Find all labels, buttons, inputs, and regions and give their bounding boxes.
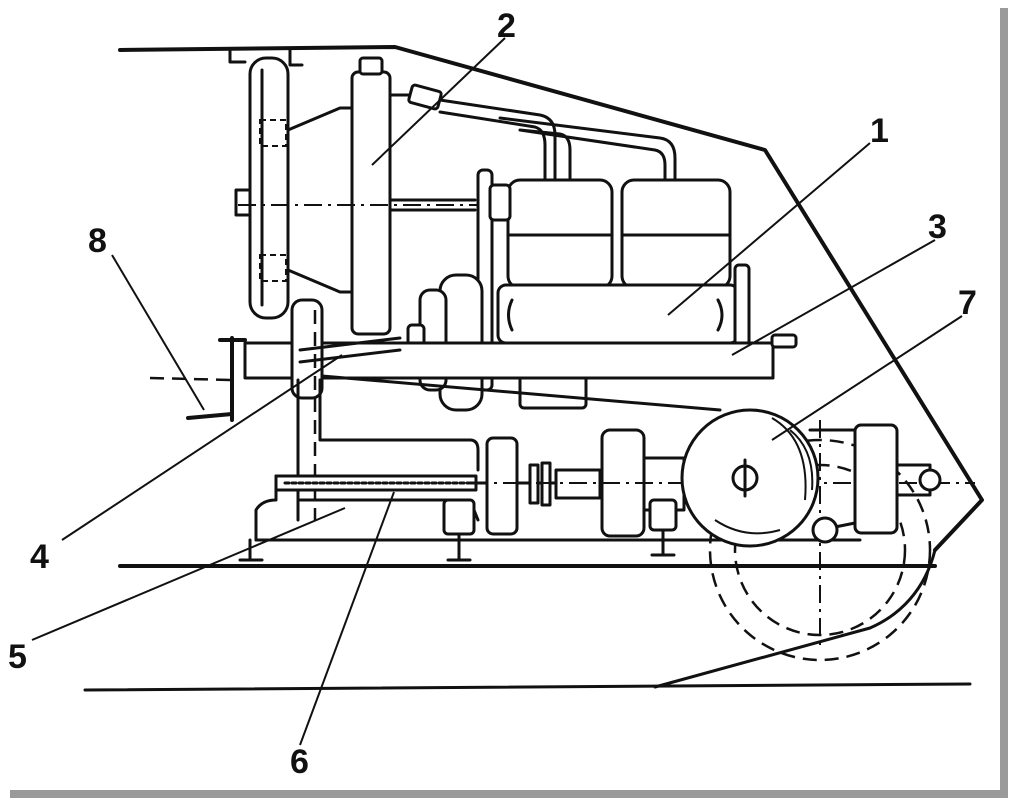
callout-2: 2: [497, 7, 516, 45]
callout-6: 6: [290, 743, 309, 781]
leader-1: [667, 142, 871, 316]
leader-4: [61, 354, 343, 541]
leader-2: [371, 37, 506, 166]
callout-1: 1: [870, 112, 889, 150]
leader-3: [731, 239, 936, 356]
page-shadow: [10, 8, 1008, 798]
lower-mount-base: [238, 474, 862, 562]
leader-8: [111, 254, 205, 411]
radiator-cylinder: [350, 56, 443, 336]
leader-6: [299, 491, 395, 746]
starting-crank: [149, 336, 247, 422]
callout-leaders: [31, 37, 963, 746]
callout-5: 5: [8, 638, 27, 676]
callout-4: 4: [30, 538, 49, 576]
callout-8: 8: [88, 222, 107, 260]
fan-assembly: [228, 48, 354, 320]
cross-shaft: [298, 336, 402, 364]
drive-belt-line: [320, 374, 722, 412]
hull-outline: [83, 45, 984, 692]
leader-7: [771, 315, 963, 441]
callout-labels: 1 2 3 4 5 6 7 8: [8, 7, 977, 781]
leader-5: [31, 507, 346, 641]
engine-block: [496, 178, 751, 410]
drive-sprocket: [680, 408, 942, 662]
callout-3: 3: [928, 208, 947, 246]
callout-7: 7: [958, 284, 977, 322]
upper-shaft: [388, 198, 477, 212]
exhaust-pipes: [438, 98, 677, 182]
